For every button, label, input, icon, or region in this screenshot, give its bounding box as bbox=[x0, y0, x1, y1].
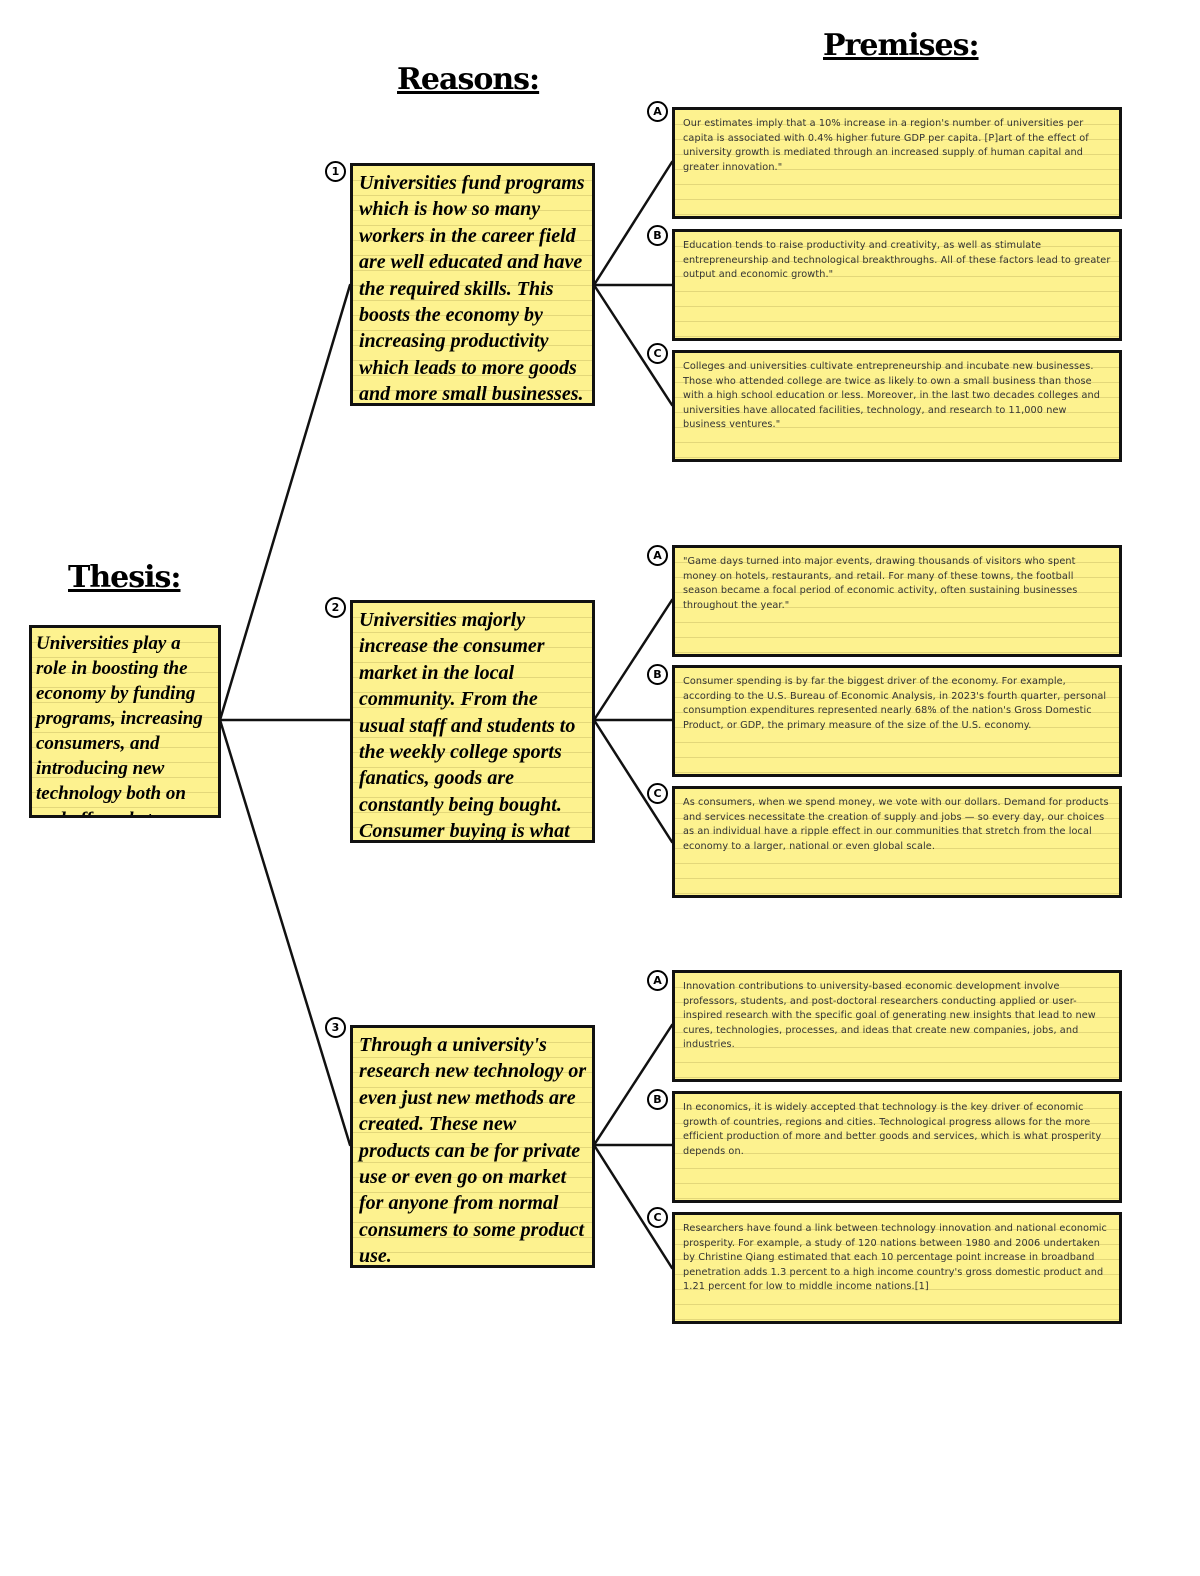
reason-box-3: Through a university's research new tech… bbox=[350, 1025, 595, 1268]
premise-text-2a: "Game days turned into major events, dra… bbox=[683, 556, 1078, 611]
premise-marker-2b: B bbox=[647, 664, 668, 685]
premise-marker-1b: B bbox=[647, 225, 668, 246]
premise-box-3b: In economics, it is widely accepted that… bbox=[672, 1091, 1122, 1203]
premise-box-2b: Consumer spending is by far the biggest … bbox=[672, 665, 1122, 777]
premise-box-1a: Our estimates imply that a 10% increase … bbox=[672, 107, 1122, 219]
premise-text-3b: In economics, it is widely accepted that… bbox=[683, 1102, 1102, 1157]
premise-box-3c: Researchers have found a link between te… bbox=[672, 1212, 1122, 1324]
reasons-heading: Reasons: bbox=[397, 62, 540, 97]
reason-box-1: Universities fund programs which is how … bbox=[350, 163, 595, 406]
reason-text-3: Through a university's research new tech… bbox=[359, 1034, 587, 1268]
premise-marker-1c: C bbox=[647, 343, 668, 364]
premise-box-1b: Education tends to raise productivity an… bbox=[672, 229, 1122, 341]
premise-box-3a: Innovation contributions to university-b… bbox=[672, 970, 1122, 1082]
reason-text-2: Universities majorly increase the consum… bbox=[359, 609, 576, 843]
thesis-box: Universities play a role in boosting the… bbox=[29, 625, 221, 818]
premise-text-1b: Education tends to raise productivity an… bbox=[683, 240, 1111, 281]
premise-marker-2a: A bbox=[647, 545, 668, 566]
premise-marker-1a: A bbox=[647, 101, 668, 122]
premise-text-2c: As consumers, when we spend money, we vo… bbox=[683, 797, 1109, 852]
premise-box-2c: As consumers, when we spend money, we vo… bbox=[672, 786, 1122, 898]
premise-marker-2c: C bbox=[647, 783, 668, 804]
premise-box-2a: "Game days turned into major events, dra… bbox=[672, 545, 1122, 657]
premise-marker-3c: C bbox=[647, 1207, 668, 1228]
premise-marker-3a: A bbox=[647, 970, 668, 991]
reason-marker-3: 3 bbox=[325, 1017, 346, 1038]
reason-marker-2: 2 bbox=[325, 597, 346, 618]
thesis-heading: Thesis: bbox=[68, 560, 181, 595]
premise-text-2b: Consumer spending is by far the biggest … bbox=[683, 676, 1107, 731]
premise-marker-3b: B bbox=[647, 1089, 668, 1110]
reason-box-2: Universities majorly increase the consum… bbox=[350, 600, 595, 843]
reason-text-1: Universities fund programs which is how … bbox=[359, 172, 585, 406]
premise-box-1c: Colleges and universities cultivate entr… bbox=[672, 350, 1122, 462]
thesis-text: Universities play a role in boosting the… bbox=[36, 633, 203, 815]
premise-text-3a: Innovation contributions to university-b… bbox=[683, 981, 1096, 1051]
premise-text-1c: Colleges and universities cultivate entr… bbox=[683, 361, 1101, 431]
premise-text-3c: Researchers have found a link between te… bbox=[683, 1223, 1107, 1293]
premise-text-1a: Our estimates imply that a 10% increase … bbox=[683, 118, 1089, 173]
premises-heading: Premises: bbox=[823, 28, 980, 63]
reason-marker-1: 1 bbox=[325, 161, 346, 182]
